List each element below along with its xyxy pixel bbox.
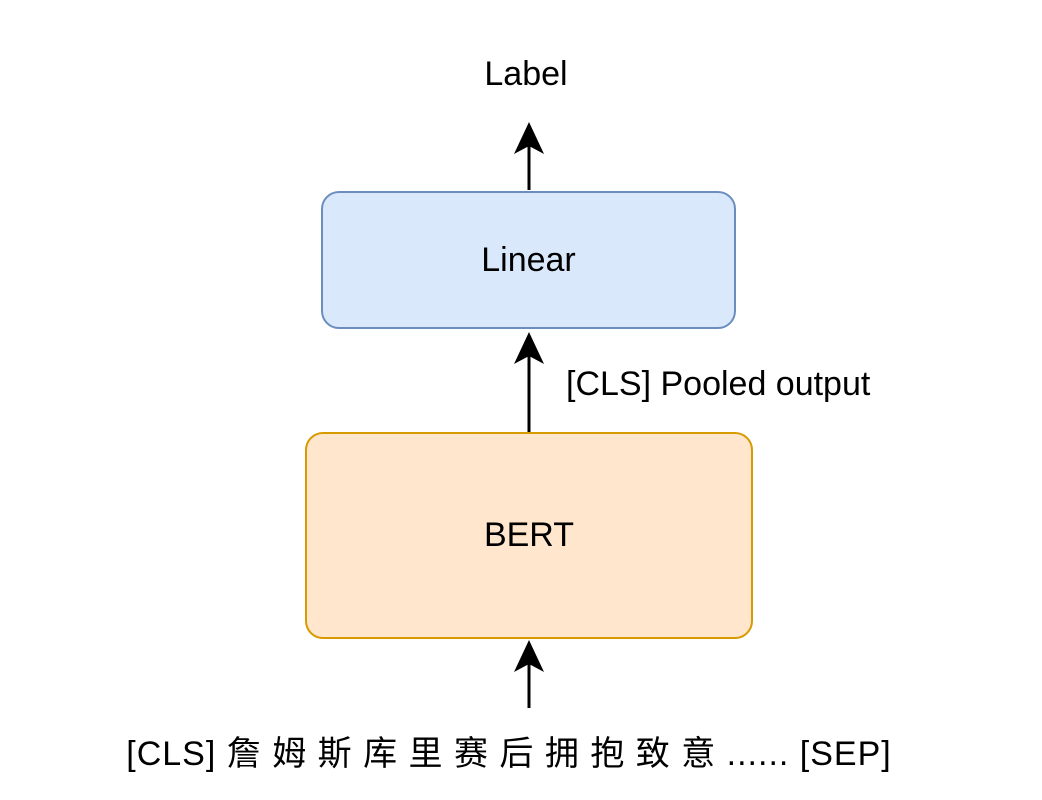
linear-layer-box: Linear [321,191,736,329]
bert-model-box: BERT [305,432,753,639]
pooled-output-label: [CLS] Pooled output [566,365,871,403]
arrowhead-label [514,122,544,154]
bert-model-label: BERT [483,516,575,554]
input-token-sequence: [CLS] 詹 姆 斯 库 里 赛 后 拥 抱 致 意 ...... [SEP] [126,735,892,773]
arrowhead-linear [514,332,544,364]
arrowhead-bert [514,640,544,672]
output-label: Label [484,55,568,93]
linear-layer-label: Linear [481,240,576,279]
